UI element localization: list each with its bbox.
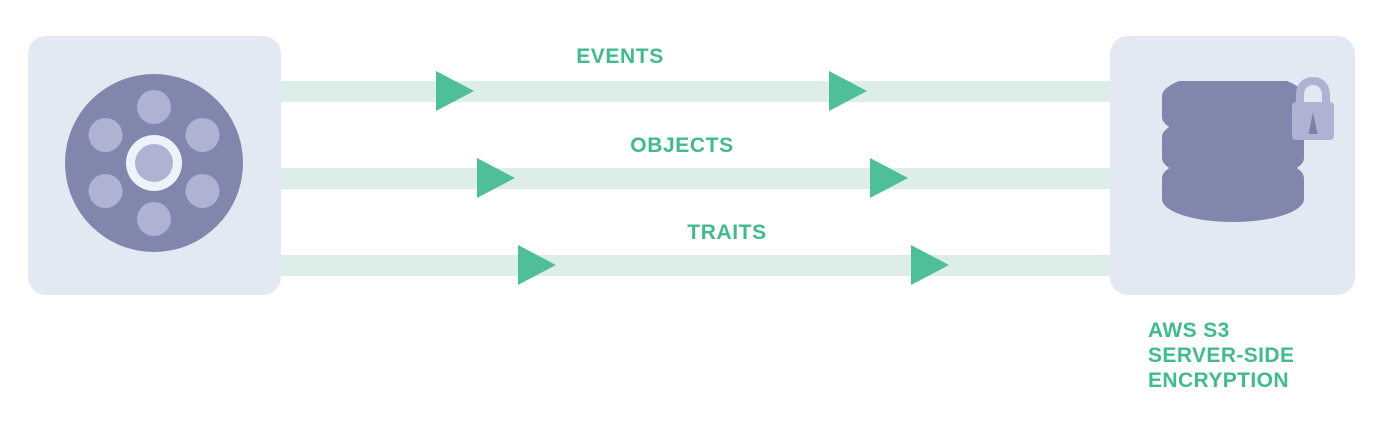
flow-band-traits (281, 255, 1110, 276)
flow-arrow-objects-2 (870, 158, 908, 198)
destination-node-card (1110, 36, 1355, 295)
source-node-card (28, 36, 281, 295)
database-cylinder-icon (1162, 81, 1304, 222)
padlock-icon (1292, 77, 1334, 140)
flow-row-objects (0, 158, 1390, 198)
destination-caption-line-2: SERVER-SIDE (1148, 344, 1295, 367)
flow-band-objects (281, 168, 1110, 189)
flow-label-traits: TRAITS (687, 221, 767, 244)
flow-row-events (0, 71, 1390, 111)
destination-caption-line-1: AWS S3 (1148, 319, 1230, 342)
destination-caption: AWS S3 SERVER-SIDE ENCRYPTION (1148, 318, 1294, 393)
destination-caption-line-3: ENCRYPTION (1148, 369, 1289, 392)
flow-label-events: EVENTS (576, 45, 664, 68)
flow-arrow-traits-2 (911, 245, 949, 285)
flow-label-objects: OBJECTS (630, 134, 734, 157)
flow-row-traits (0, 245, 1390, 285)
disc-platter-icon (65, 74, 243, 252)
flow-arrow-traits-1 (518, 245, 556, 285)
flow-arrow-events-2 (829, 71, 867, 111)
flow-arrow-events-1 (436, 71, 474, 111)
flow-arrow-objects-1 (477, 158, 515, 198)
flow-band-events (281, 81, 1110, 102)
